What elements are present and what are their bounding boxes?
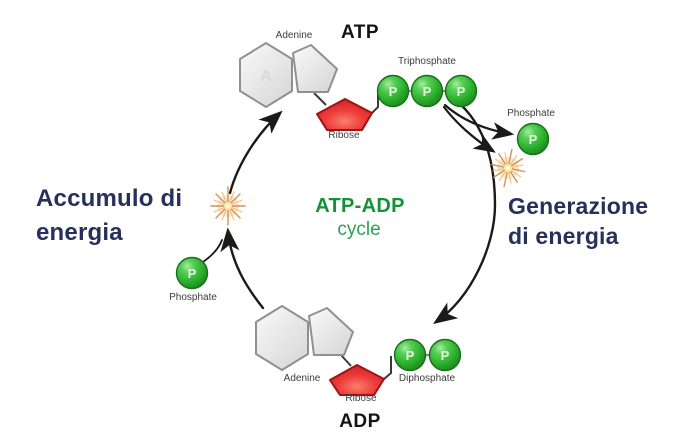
phosphate-ball-2 (410, 74, 444, 108)
bond-ribose-phosphate-atp (371, 91, 379, 114)
bond-adenine-ribose-adp (340, 354, 352, 367)
free-phosphate-left: P (175, 256, 209, 290)
connector-phosphate-left (202, 239, 223, 263)
phosphate-ball-1 (393, 338, 427, 372)
p-letter: P (188, 266, 197, 281)
center-title-line2: cycle (337, 219, 381, 240)
arrow-atp-to-adp (433, 102, 497, 325)
bond-adenine-ribose-atp (313, 92, 327, 106)
phosphate-ball-2 (428, 338, 462, 372)
ribose-label-adp: Ribose (345, 393, 377, 404)
arrow-adp-to-burst (220, 227, 265, 310)
right-caption-line2: di energia (508, 223, 619, 249)
cycle-arrows (202, 102, 515, 325)
adp-molecule: P P (255, 305, 462, 396)
atp-molecule: A P P P (239, 42, 478, 131)
energy-burst-icon-left (210, 186, 246, 226)
center-title-line1: ATP-ADP (315, 195, 405, 217)
adenine-label-adp: Adenine (283, 373, 321, 384)
diphosphate-label: Diphosphate (398, 373, 456, 384)
p-letter: P (457, 84, 466, 99)
adenine-hexagon-adp (255, 305, 309, 371)
p-letter: P (441, 348, 450, 363)
left-caption-line2: energia (36, 219, 123, 246)
phosphate-ball (175, 256, 209, 290)
p-letter: P (423, 84, 432, 99)
p-letter: P (529, 132, 538, 147)
adenine-hexagon-atp (239, 42, 293, 108)
phosphate-label-left: Phosphate (169, 292, 217, 303)
ribose-label-atp: Ribose (328, 130, 360, 141)
triphosphate-label: Triphosphate (398, 56, 456, 67)
phosphate-ball (516, 122, 550, 156)
adenine-letter: A (260, 68, 272, 85)
ribose-adp (329, 364, 385, 396)
free-phosphate-right: P (516, 122, 550, 156)
p-letter: P (406, 348, 415, 363)
atp-title: ATP (340, 22, 380, 43)
bond-ribose-phosphate-adp (383, 356, 392, 380)
right-caption-line1: Generazione (508, 193, 649, 219)
adenine-label-atp: Adenine (275, 30, 313, 41)
phosphate-ball-3 (444, 74, 478, 108)
left-caption-line1: Accumulo di (36, 185, 183, 212)
adenine-pentagon-atp (292, 44, 338, 93)
phosphate-label-right: Phosphate (507, 108, 555, 119)
ribose-atp (316, 98, 373, 131)
adp-title: ADP (339, 411, 381, 432)
arrow-burst-to-atp (228, 110, 283, 195)
phosphate-ball-1 (376, 74, 410, 108)
p-letter: P (389, 84, 398, 99)
adenine-pentagon-adp (308, 307, 354, 356)
